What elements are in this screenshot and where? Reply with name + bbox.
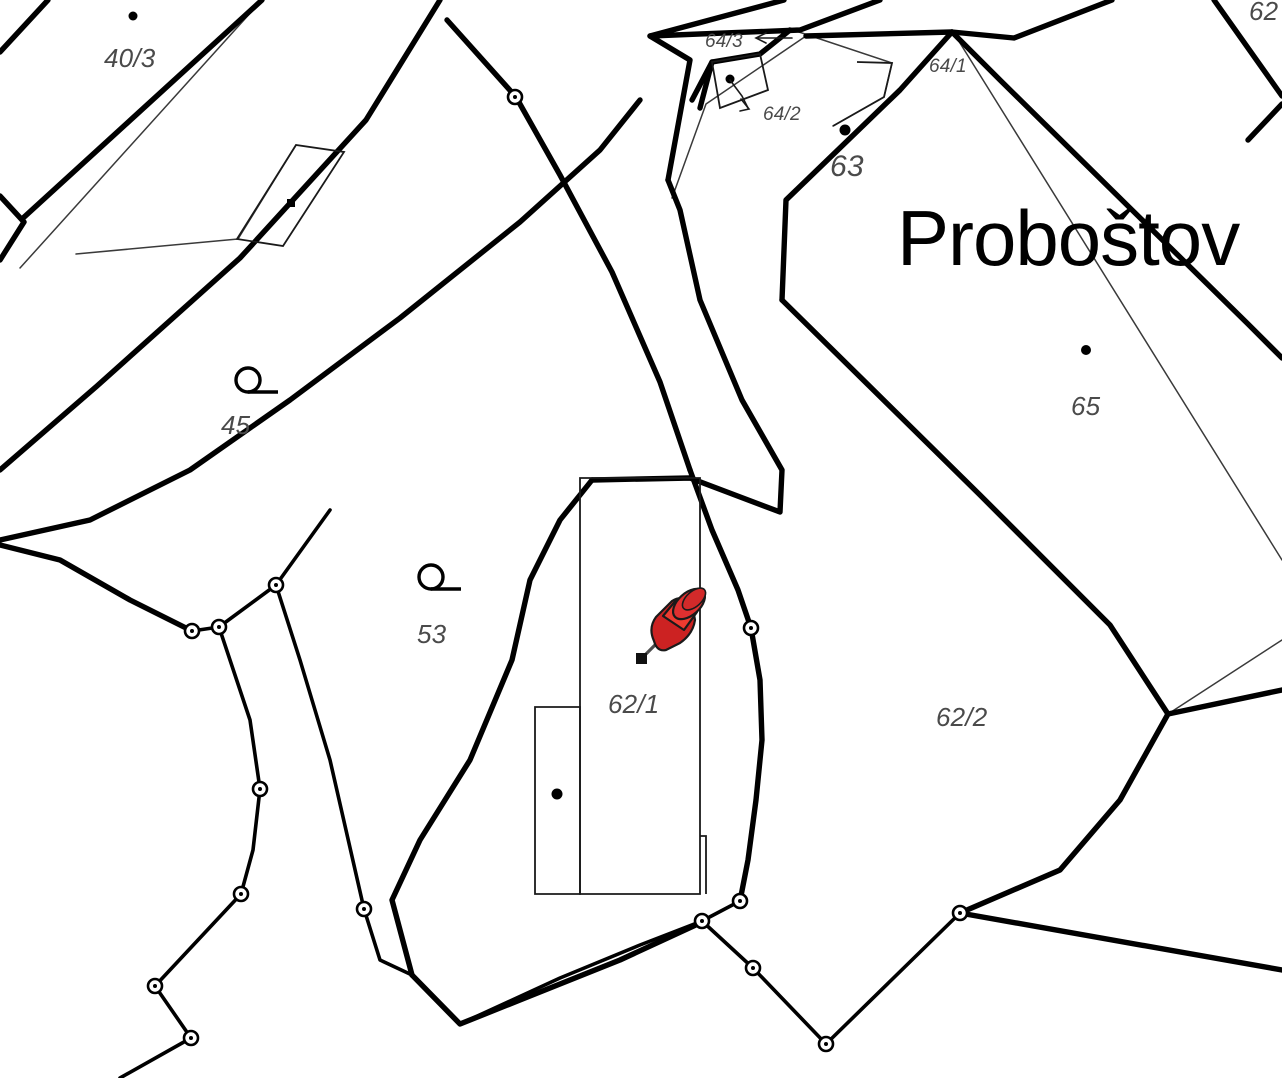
vertex-marker	[251, 780, 269, 798]
vertex-marker	[183, 622, 201, 640]
vertex-marker	[146, 977, 164, 995]
vertex-marker	[506, 88, 524, 106]
parcel-label-63: 63	[830, 150, 864, 183]
reference-point-group	[128, 11, 1091, 800]
reference-point-dot	[839, 124, 851, 136]
parcel-label-64-2: 64/2	[763, 104, 801, 125]
vertex-marker	[182, 1029, 200, 1047]
parcel-label-62-1: 62/1	[608, 689, 659, 719]
leader-arrow-64-3	[754, 32, 793, 44]
parcel-label-group: 40/3 45 53 62/1 62/2 63 64/1 64/2 64/3 6…	[104, 0, 1279, 732]
parcel-label-64-1: 64/1	[929, 56, 967, 77]
reference-point-dot	[551, 788, 563, 800]
reference-point-dot	[287, 199, 295, 207]
vertex-marker	[951, 904, 969, 922]
location-pin-marker[interactable]	[636, 583, 710, 664]
vertex-marker	[742, 619, 760, 637]
parcel-label-65: 65	[1071, 391, 1101, 421]
reference-point-dot	[128, 11, 138, 21]
vertex-marker	[210, 618, 228, 636]
vertex-marker	[744, 959, 762, 977]
building-group	[235, 52, 894, 895]
parcel-label-62-2: 62/2	[936, 702, 988, 732]
reference-point-dot	[1081, 345, 1091, 355]
vertex-marker	[817, 1035, 835, 1053]
vertex-marker	[731, 892, 749, 910]
landuse-symbol-53	[417, 563, 461, 591]
vertex-marker-group	[146, 88, 969, 1053]
locality-name-label: Proboštov	[897, 194, 1240, 282]
parcel-label-40-3: 40/3	[104, 43, 156, 73]
vertex-marker	[693, 912, 711, 930]
parcel-label-53: 53	[417, 619, 447, 649]
leader-arrow-64-2	[729, 79, 751, 112]
pin-tip-square	[636, 653, 647, 664]
landuse-symbol-45	[234, 366, 278, 394]
parcel-label-64-3: 64/3	[705, 31, 743, 52]
annotation-arrow-group	[729, 32, 793, 112]
pin-head-rim	[681, 587, 707, 611]
vertex-marker	[267, 576, 285, 594]
landuse-symbol-group	[234, 366, 461, 591]
reference-point-dot	[725, 74, 735, 84]
parcel-label-62: 62	[1249, 0, 1279, 26]
vertex-marker	[232, 885, 250, 903]
vertex-marker	[355, 900, 373, 918]
parcel-label-45: 45	[221, 410, 251, 440]
